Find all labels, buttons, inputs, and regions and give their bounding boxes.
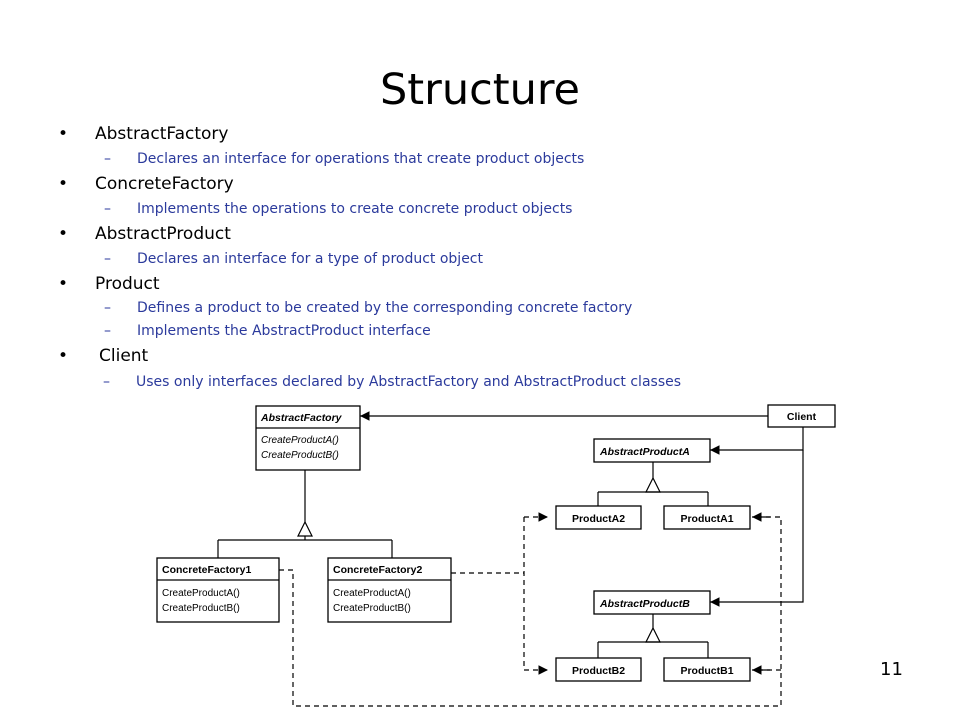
class-name: ConcreteFactory2 [333,564,422,576]
bullet-label: AbstractProduct [95,224,231,244]
operation: CreateProductB() [333,603,411,614]
bullet-dot: • [58,124,69,144]
abstract-factory-class: AbstractFactory CreateProductA() CreateP… [255,405,361,471]
bullet-label: ConcreteFactory [95,174,234,194]
operation: CreateProductB() [261,450,339,461]
sub-bullet: – Implements the AbstractProduct interfa… [104,323,431,339]
sub-bullet: – Declares an interface for a type of pr… [104,251,483,267]
client-class: Client [767,404,836,428]
class-name: AbstractFactory [260,412,343,424]
bullet-label: AbstractFactory [95,124,229,144]
class-name: Client [787,411,817,423]
product-b2-class: ProductB2 [555,657,642,682]
bullet-dot: • [58,224,69,244]
concrete-factory1-class: ConcreteFactory1 CreateProductA() Create… [156,557,280,623]
bullet-label: Client [99,346,149,366]
factory-inheritance-lines [217,470,393,558]
concrete-factory2-class: ConcreteFactory2 CreateProductA() Create… [327,557,452,623]
instantiates-dashed-lines [279,512,782,707]
sub-bullet: – Uses only interfaces declared by Abstr… [103,374,682,390]
abstract-product-a-class: AbstractProductA [593,438,711,463]
bullet-concrete-factory: • ConcreteFactory [58,172,234,196]
bullet-dot: • [58,174,69,194]
operation: CreateProductA() [261,435,339,446]
bullet-dot: • [58,274,69,294]
operation: CreateProductA() [333,588,411,599]
bullet-client: • Client [58,344,148,368]
bullet-abstract-factory: • AbstractFactory [58,122,228,146]
operation: CreateProductB() [162,603,240,614]
sub-bullet: – Declares an interface for operations t… [104,151,585,167]
product-b1-class: ProductB1 [663,657,751,682]
product-b-inheritance-lines [597,614,709,658]
class-name: AbstractProductA [599,446,690,458]
page-number: 11 [880,659,903,680]
product-a-inheritance-lines [597,462,709,506]
class-name: ProductA2 [572,513,625,525]
bullet-product: • Product [58,272,160,296]
client-to-abstract-product-a-arrow [710,427,804,455]
bullet-dot: • [58,346,69,366]
class-name: ConcreteFactory1 [162,564,251,576]
bullet-label: Product [95,274,160,294]
bullet-abstract-product: • AbstractProduct [58,222,231,246]
abstract-product-b-class: AbstractProductB [593,590,711,615]
class-name: ProductA1 [680,513,733,525]
product-a1-class: ProductA1 [663,505,751,530]
class-name: ProductB2 [572,665,625,677]
operation: CreateProductA() [162,588,240,599]
client-to-abstract-product-b-arrow [710,450,804,607]
class-name: AbstractProductB [599,598,690,610]
sub-bullet: – Implements the operations to create co… [104,201,573,217]
sub-bullet: – Defines a product to be created by the… [104,300,633,316]
product-a2-class: ProductA2 [555,505,642,530]
slide-title: Structure [379,65,581,115]
class-name: ProductB1 [680,665,733,677]
